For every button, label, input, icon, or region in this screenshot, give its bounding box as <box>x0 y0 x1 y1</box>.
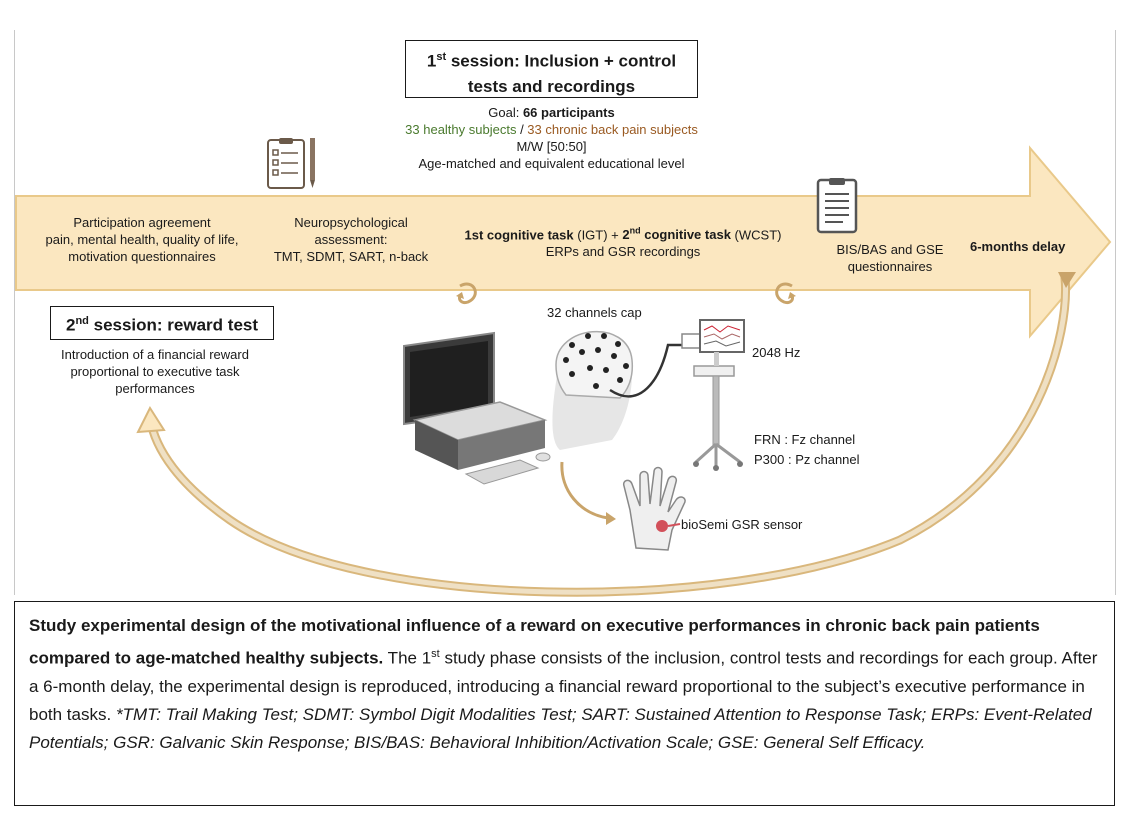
clipboard-icon <box>267 138 315 189</box>
session1-title-line1: 1st session: Inclusion + control <box>426 51 677 71</box>
caption-sup: st <box>431 648 440 660</box>
rate-label: 2048 Hz <box>752 345 801 360</box>
swirl-arrow-left-icon <box>456 282 477 304</box>
session2-title-box: 2nd session: reward test <box>50 306 274 340</box>
head-with-eeg-cap-icon <box>552 330 700 450</box>
cognitive-line-1: 1st cognitive task (IGT) + 2nd cognitive… <box>464 226 782 243</box>
figure-caption: Study experimental design of the motivat… <box>14 601 1115 806</box>
neuro-line-1: Neuropsychological <box>294 215 408 230</box>
session1-title-line2: tests and recordings <box>467 76 636 96</box>
participation-line-2: pain, mental health, quality of life, <box>45 232 239 247</box>
goal-line: Goal: 66 participants <box>488 105 615 120</box>
eeg-amplifier-icon <box>681 319 745 471</box>
delay-label: 6-months delay <box>970 239 1066 254</box>
session2-desc-line-1: Introduction of a financial reward <box>61 347 249 362</box>
bisbas-line-2: questionnaires <box>847 259 933 274</box>
cap-label: 32 channels cap <box>547 305 642 320</box>
ratio-line: M/W [50:50] <box>516 139 587 154</box>
left-border-line <box>14 30 15 595</box>
right-border-line <box>1115 30 1116 595</box>
swirl-arrow-right-icon <box>775 282 796 304</box>
bisbas-line-1: BIS/BAS and GSE <box>836 242 944 257</box>
frn-label: FRN : Fz channel <box>754 432 856 447</box>
participation-step: Participation agreement pain, mental hea… <box>26 214 258 265</box>
cognitive-line-2: ERPs and GSR recordings <box>545 244 701 260</box>
gsr-sensor-label: bioSemi GSR sensor <box>681 517 803 532</box>
cognitive-task-step: 1st cognitive task (IGT) + 2nd cognitive… <box>444 223 802 260</box>
caption-text-2: study phase consists of the inclusion, c… <box>29 648 1098 724</box>
bisbas-step: BIS/BAS and GSE questionnaires <box>820 241 960 275</box>
matching-line: Age-matched and equivalent educational l… <box>418 156 685 171</box>
session1-title-box: 1st session: Inclusion + control tests a… <box>405 40 698 98</box>
neuro-line-2: assessment: <box>314 232 388 247</box>
curve-top-cap <box>1058 272 1076 288</box>
document-icon <box>816 178 858 234</box>
goal-block: Goal: 66 participants 33 healthy subject… <box>340 104 763 172</box>
session2-description: Introduction of a financial reward propo… <box>30 346 280 397</box>
neuropsych-step: Neuropsychological assessment: TMT, SDMT… <box>270 214 432 265</box>
caption-bold: Study experimental design of the motivat… <box>29 616 1040 668</box>
caption-abbreviations: *TMT: Trail Making Test; SDMT: Symbol Di… <box>29 704 1092 752</box>
participation-line-1: Participation agreement <box>73 215 211 230</box>
curved-arrow-icon <box>560 461 616 525</box>
groups-line: 33 healthy subjects / 33 chronic back pa… <box>405 122 698 137</box>
hand-with-gsr-sensor-icon <box>622 466 686 551</box>
computer-icon <box>403 331 551 485</box>
participation-line-3: motivation questionnaires <box>68 249 216 264</box>
session2-desc-line-2: proportional to executive task <box>70 364 240 379</box>
return-curve-inner <box>147 275 1068 595</box>
caption-text-1: The 1 <box>383 648 432 668</box>
session2-desc-line-3: performances <box>115 381 195 396</box>
return-curve-head <box>136 405 166 434</box>
p300-label: P300 : Pz channel <box>754 452 860 467</box>
neuro-line-3: TMT, SDMT, SART, n-back <box>273 249 429 264</box>
